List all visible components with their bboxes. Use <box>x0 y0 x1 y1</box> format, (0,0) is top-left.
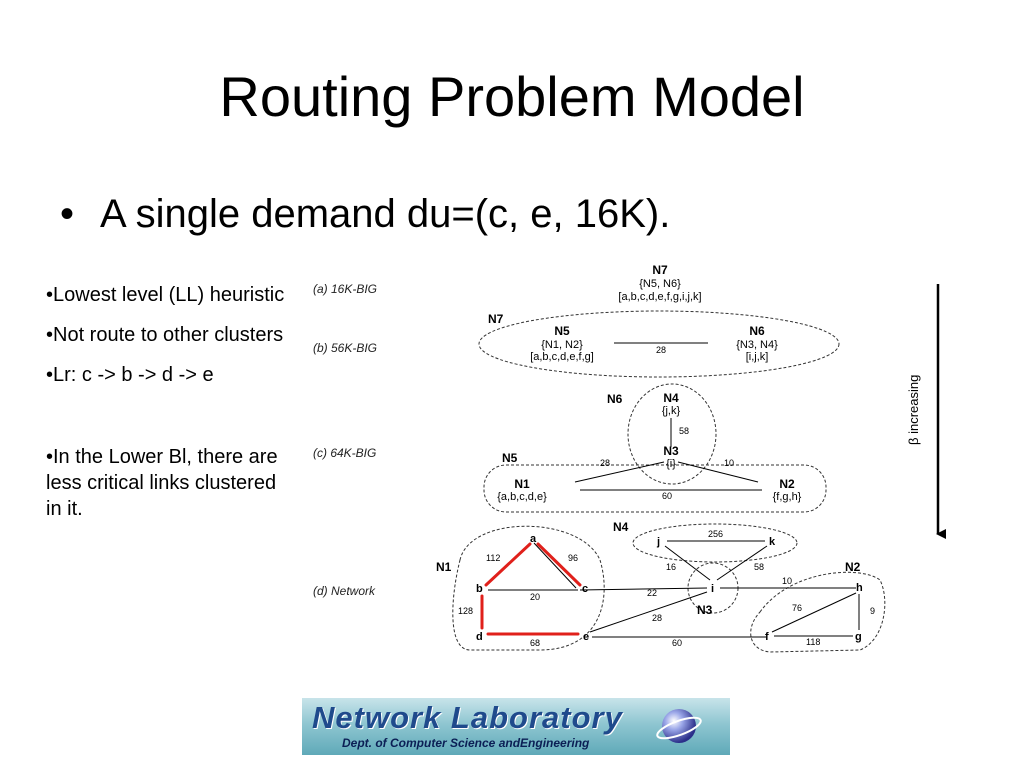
n2-cluster-label: N2 <box>845 560 861 574</box>
n5-members: {N1, N2} <box>541 339 583 351</box>
n1-nodes: {a,b,c,d,e} <box>497 491 547 503</box>
node-c: c <box>582 583 588 595</box>
n3-n1-weight: 28 <box>600 458 610 468</box>
n4-nodes: {j,k} <box>662 405 681 417</box>
bullet-dot: • <box>60 192 75 236</box>
n5-nodes: [a,b,c,d,e,f,g] <box>530 351 594 363</box>
n4-label: N4 <box>663 391 679 405</box>
edge-h-f <box>771 592 857 633</box>
n3-label: N3 <box>663 444 679 458</box>
level-c-label: (c) 64K-BIG <box>313 446 376 460</box>
n7-ellipse <box>478 310 840 378</box>
weight-e-i: 28 <box>652 613 662 623</box>
n6-members: {N3, N4} <box>736 339 778 351</box>
node-k: k <box>769 536 776 548</box>
note-item: •Lr: c -> b -> d -> e <box>46 364 214 386</box>
node-h: h <box>856 582 863 594</box>
globe-icon <box>656 709 702 743</box>
n7-label: N7 <box>652 263 668 277</box>
weight-b-d: 128 <box>458 606 473 616</box>
weight-c-i: 22 <box>647 588 657 598</box>
weight-a-c: 96 <box>568 553 578 563</box>
weight-i-h: 10 <box>782 576 792 586</box>
route-edge-a-c <box>536 542 582 587</box>
n6-label: N6 <box>607 392 623 406</box>
n4-cluster-label: N4 <box>613 520 629 534</box>
n7-members: {N5, N6} <box>639 278 681 290</box>
logo-subtitle: Dept. of Computer Science andEngineering <box>342 736 590 750</box>
n5-label: N5 <box>554 324 570 338</box>
node-i: i <box>711 583 714 595</box>
node-d: d <box>476 631 483 643</box>
network-laboratory-logo: Network Laboratory Dept. of Computer Sci… <box>302 698 730 755</box>
weight-f-g: 118 <box>806 637 820 647</box>
n5-cluster <box>483 464 827 513</box>
n4-n3-weight: 58 <box>679 426 689 436</box>
n4-cluster-outline <box>632 523 798 563</box>
n1-cluster-label: N1 <box>436 560 452 574</box>
level-b: N7 N5 {N1, N2} [a,b,c,d,e,f,g] N6 {N3, N… <box>478 310 840 378</box>
level-b-label: (b) 56K-BIG <box>313 341 377 355</box>
node-b: b <box>476 583 483 595</box>
level-a-label: (a) 16K-BIG <box>313 282 377 296</box>
n2-cluster-outline <box>750 571 886 653</box>
n2-nodes: {f,g,h} <box>773 491 802 503</box>
n3-cluster-label: N3 <box>697 603 713 617</box>
level-d-label: (d) Network <box>313 584 376 598</box>
weight-h-g: 9 <box>870 606 875 616</box>
node-j: j <box>656 536 660 548</box>
node-a: a <box>530 533 537 545</box>
note-item: •Lowest level (LL) heuristic <box>46 284 285 306</box>
n3-n2-link <box>677 461 759 483</box>
n1-label: N1 <box>514 477 530 491</box>
note-item: •Not route to other clusters <box>46 324 284 346</box>
logo-title: Network Laboratory <box>312 700 623 735</box>
edge-j-i <box>664 545 711 581</box>
n1-cluster-outline <box>452 525 605 651</box>
weight-d-e: 68 <box>530 638 540 648</box>
weight-j-k: 256 <box>708 529 723 539</box>
beta-label: β increasing <box>906 375 921 445</box>
weight-k-i: 58 <box>754 562 764 572</box>
n6-ellipse <box>627 383 717 485</box>
weight-j-i: 16 <box>666 562 676 572</box>
edge-e-i <box>589 591 708 633</box>
n3-n2-weight: 10 <box>724 458 734 468</box>
n7-nodes: [a,b,c,d,e,f,g,i,j,k] <box>618 291 701 303</box>
weight-b-c: 20 <box>530 592 540 602</box>
slide-title: Routing Problem Model <box>219 65 805 128</box>
n6-nodes: [i,j,k] <box>746 351 769 363</box>
n1-n2-weight: 60 <box>662 491 672 501</box>
main-bullet: • A single demand du=(c, e, 16K). <box>60 188 670 240</box>
node-g: g <box>855 631 862 643</box>
n5-n6-weight: 28 <box>656 345 666 355</box>
cluster-hierarchy-diagram: (a) 16K-BIG (b) 56K-BIG (c) 64K-BIG (d) … <box>313 263 946 653</box>
n3-nodes: {i} <box>666 458 676 470</box>
level-a: N7 {N5, N6} [a,b,c,d,e,f,g,i,j,k] <box>618 263 701 303</box>
weight-a-b: 112 <box>486 553 500 563</box>
level-d: N1 N4 N3 N2 a <box>436 520 886 653</box>
main-bullet-text: A single demand du=(c, e, 16K). <box>100 192 671 236</box>
n6-label: N6 <box>749 324 765 338</box>
edge-k-i <box>716 545 768 581</box>
n5-label: N5 <box>502 451 518 465</box>
weight-h-f: 76 <box>792 603 802 613</box>
n3-n1-link <box>574 461 665 483</box>
route-edge-a-b <box>484 542 532 587</box>
n2-label: N2 <box>779 477 795 491</box>
node-e: e <box>583 631 589 643</box>
level-c: N6 N4 {j,k} 58 N3 {i} N5 28 10 N1 {a,b,c… <box>483 383 827 513</box>
weight-e-f: 60 <box>672 638 682 648</box>
notes-list: •Lowest level (LL) heuristic •Not route … <box>46 282 296 536</box>
edge-a-c <box>533 542 577 589</box>
n7-label: N7 <box>488 312 504 326</box>
edge-c-i <box>579 587 708 591</box>
node-f: f <box>765 631 769 643</box>
note-item: •In the Lower Bl, there are less critica… <box>46 446 278 520</box>
